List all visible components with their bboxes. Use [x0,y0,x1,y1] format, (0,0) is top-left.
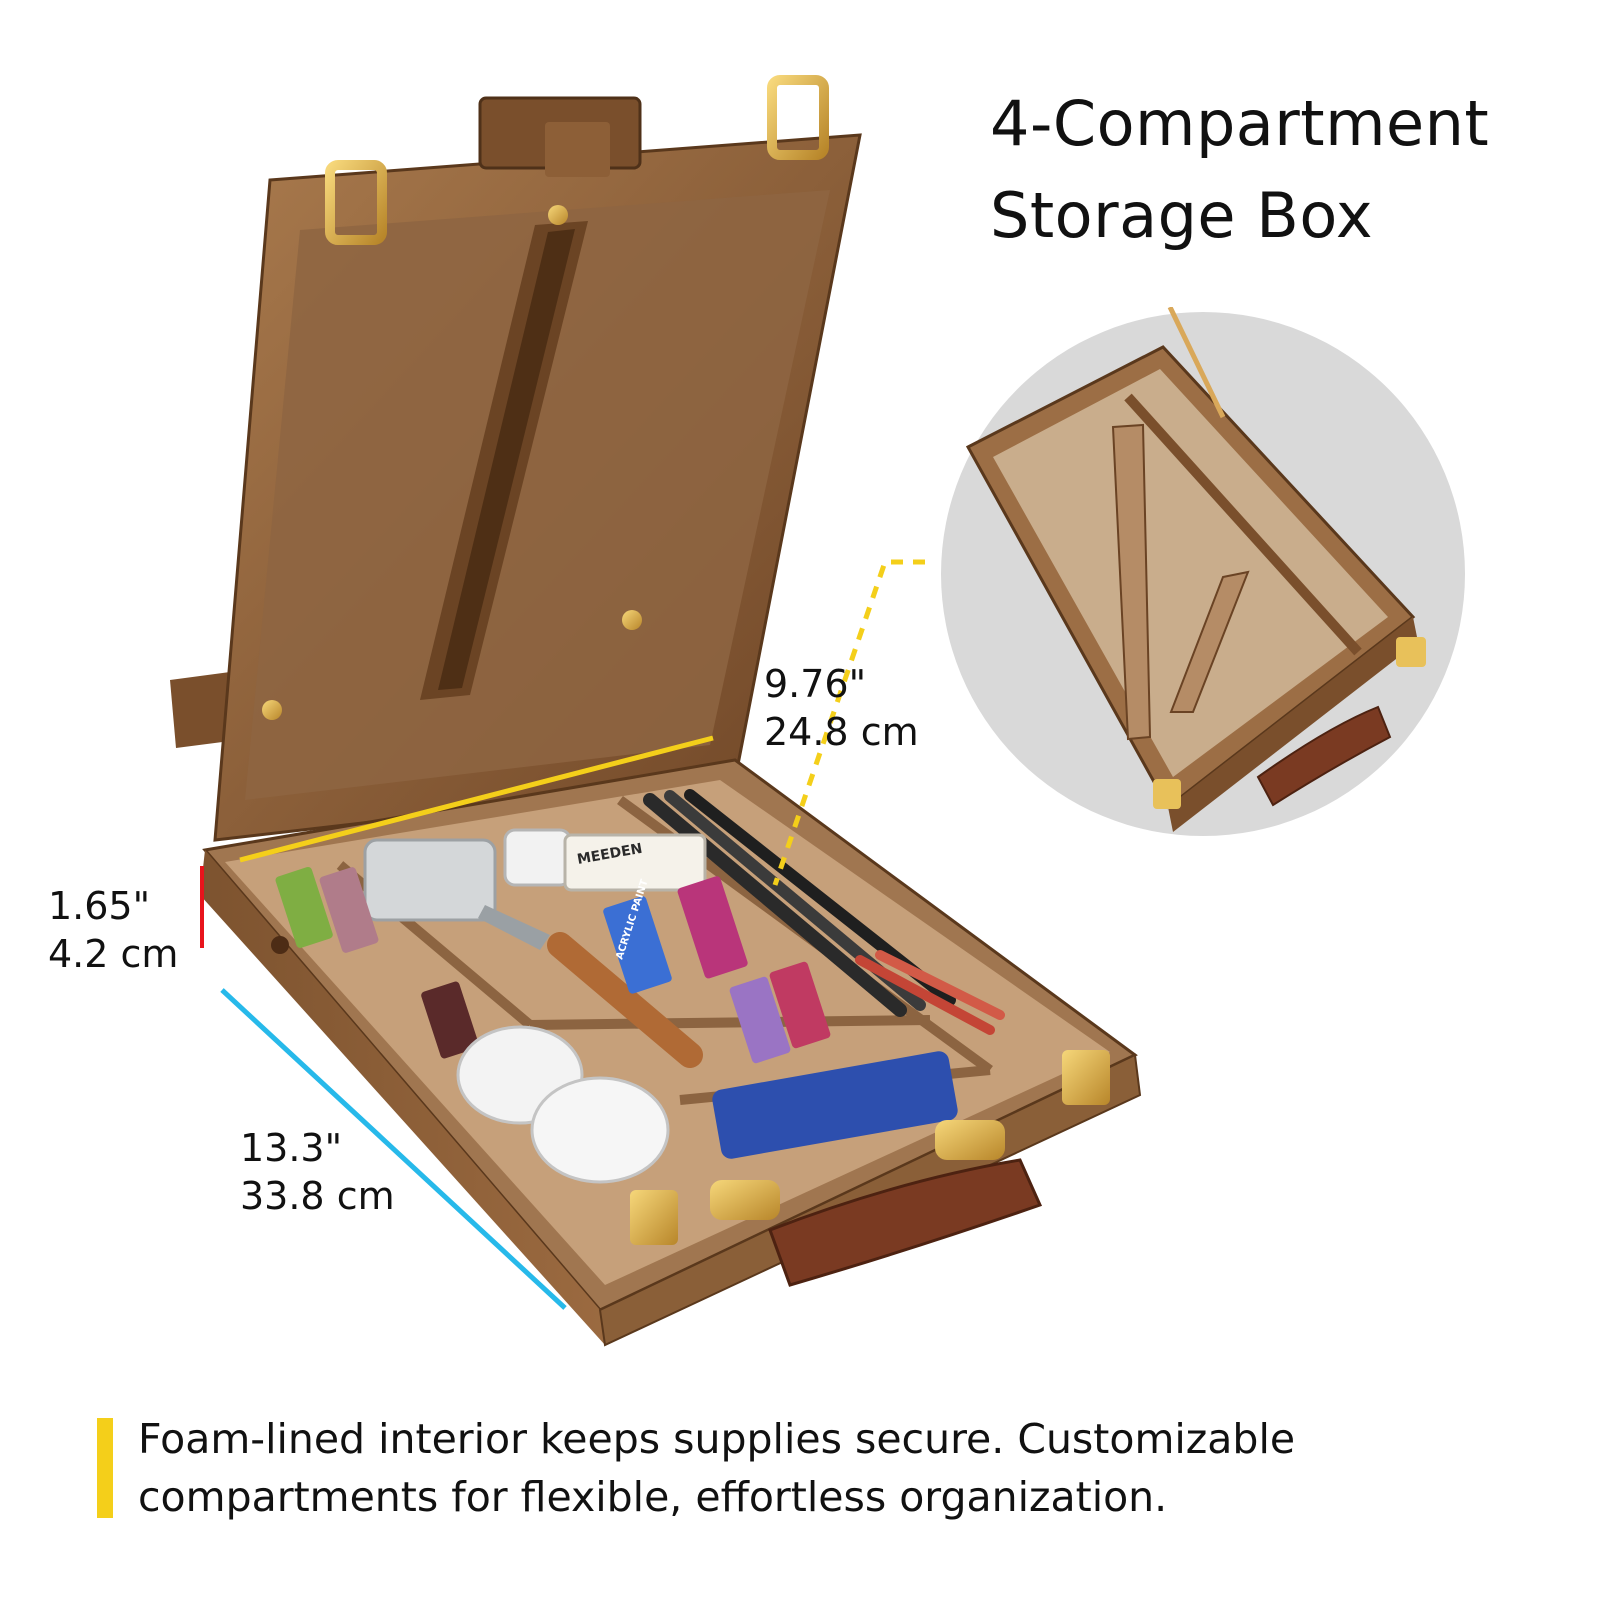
depth-dimension-label: 9.76" 24.8 cm [764,660,919,756]
height-inches: 1.65" [48,884,151,928]
caption-accent-bar [97,1418,113,1518]
height-dimension-label: 1.65" 4.2 cm [48,882,178,978]
caption-line-2: compartments for flexible, effortless or… [138,1473,1168,1521]
page-title: 4-Compartment Storage Box [990,78,1570,262]
height-cm: 4.2 cm [48,932,179,976]
width-dimension-label: 13.3" 33.8 cm [240,1124,395,1220]
width-inches: 13.3" [240,1126,343,1170]
paint-supplies [275,789,1005,1184]
title-line-2: Storage Box [990,179,1374,252]
width-dimension-line [220,988,567,1310]
box-hardware [271,936,1110,1287]
title-line-1: 4-Compartment [990,87,1490,160]
empty-box-compartments [965,307,1426,832]
depth-cm: 24.8 cm [764,710,919,754]
detail-handle-icon [1256,705,1392,807]
caption-line-1: Foam-lined interior keeps supplies secur… [138,1415,1296,1463]
box-lid [213,75,862,842]
storage-box-illustration [170,75,1142,1347]
width-cm: 33.8 cm [240,1174,395,1218]
leather-handle-icon [768,1158,1043,1287]
depth-dimension-line [239,735,714,863]
depth-inches: 9.76" [764,662,867,706]
easel-leg [170,672,238,748]
feature-caption: Foam-lined interior keeps supplies secur… [138,1410,1578,1526]
empty-box-detail-illustration [941,307,1465,836]
depth-leader-line [772,559,925,886]
